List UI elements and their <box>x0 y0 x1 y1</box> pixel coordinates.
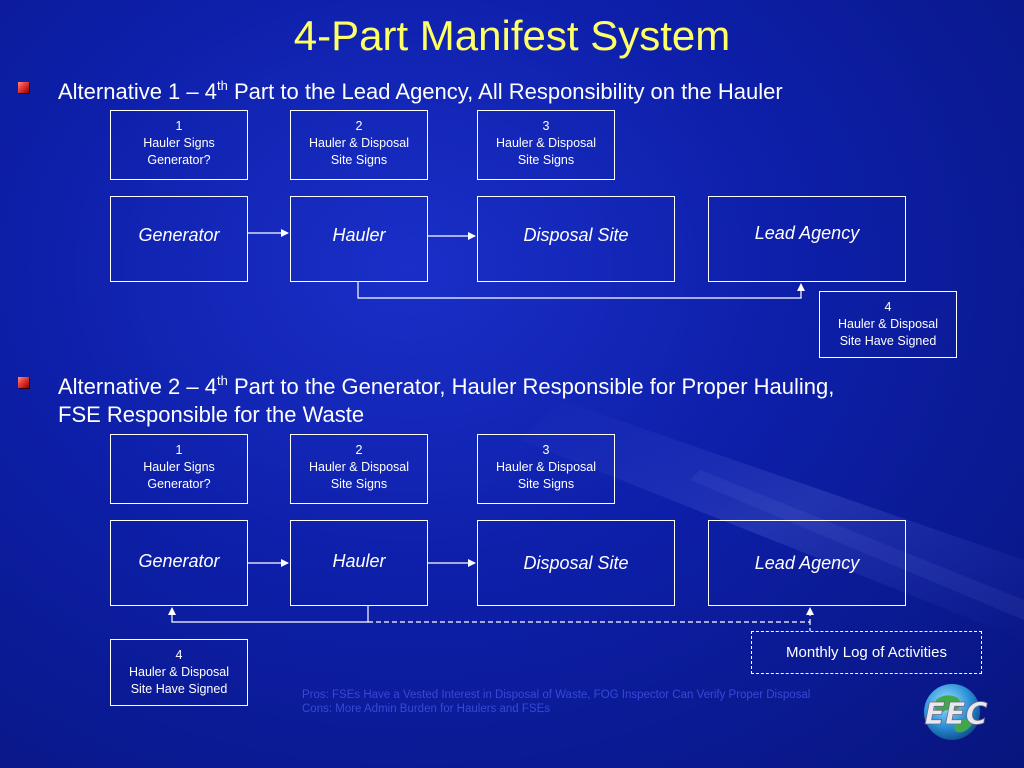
arrow-hauler-to-agency-1 <box>357 282 805 299</box>
pros-cons-notes: Pros: FSEs Have a Vested Interest in Dis… <box>302 688 810 716</box>
step-number: 4 <box>175 648 183 662</box>
monthly-log-label: Monthly Log of Activities <box>786 644 947 661</box>
step-line1: Hauler & Disposal <box>495 460 597 474</box>
alt2-lead-agency-box: Lead Agency <box>708 520 906 606</box>
bullet-marker-alt1 <box>18 82 29 93</box>
step-number: 3 <box>542 443 550 457</box>
step-line2: Site Have Signed <box>130 682 228 696</box>
step-line2: Site Signs <box>517 477 575 491</box>
alt1-generator-box: Generator <box>110 196 248 282</box>
entity-label: Hauler <box>332 551 386 571</box>
pros-note: Pros: FSEs Have a Vested Interest in Dis… <box>302 689 811 701</box>
entity-label: Lead Agency <box>754 553 860 573</box>
entity-label: Generator <box>138 551 220 571</box>
alt1-lead-agency-box: Lead Agency <box>708 196 906 282</box>
bullet-alt2: Alternative 2 – 4th Part to the Generato… <box>58 367 834 429</box>
alt2-sup: th <box>216 373 228 388</box>
eec-logo: EEC <box>924 684 988 740</box>
alt2-suffix: Part to the Generator, Hauler Responsibl… <box>227 374 835 399</box>
step-line1: Hauler & Disposal <box>308 460 410 474</box>
cons-note: Cons: More Admin Burden for Haulers and … <box>302 703 551 715</box>
step-line1: Hauler & Disposal <box>495 136 597 150</box>
step-number: 2 <box>355 119 363 133</box>
alt2-prefix: Alternative 2 – 4 <box>58 374 217 399</box>
step-line2: Generator? <box>147 153 211 167</box>
step-line2: Site Signs <box>330 153 388 167</box>
entity-label: Disposal Site <box>523 225 629 245</box>
alt1-hauler-box: Hauler <box>290 196 428 282</box>
step-line1: Hauler Signs <box>143 136 215 150</box>
entity-label: Disposal Site <box>523 553 629 573</box>
step-number: 3 <box>542 119 550 133</box>
step-line2: Generator? <box>147 477 211 491</box>
monthly-log-box: Monthly Log of Activities <box>751 631 982 674</box>
step-line2: Site Signs <box>330 477 388 491</box>
alt2-disposal-site-box: Disposal Site <box>477 520 675 606</box>
entity-label: Lead Agency <box>754 223 860 243</box>
bullet-marker-alt2 <box>18 377 29 388</box>
alt2-generator-box: Generator <box>110 520 248 606</box>
alt2-hauler-box: Hauler <box>290 520 428 606</box>
arrow-hauler-to-generator-2 <box>168 606 369 623</box>
step-line1: Hauler Signs <box>143 460 215 474</box>
step-number: 2 <box>355 443 363 457</box>
alt1-disposal-site-box: Disposal Site <box>477 196 675 282</box>
entity-label: Hauler <box>332 225 386 245</box>
step-number: 1 <box>175 119 183 133</box>
logo-text: EEC <box>924 697 987 732</box>
dashed-arrow-hauler-to-agency-2 <box>368 607 814 623</box>
bullet-alt1: Alternative 1 – 4th Part to the Lead Age… <box>58 72 783 106</box>
alt1-sup: th <box>216 78 228 93</box>
step-line1: Hauler & Disposal <box>837 317 939 331</box>
alt1-suffix: Part to the Lead Agency, All Responsibil… <box>227 79 783 104</box>
step-number: 1 <box>175 443 183 457</box>
step-line2: Site Have Signed <box>839 334 937 348</box>
step-line1: Hauler & Disposal <box>128 665 230 679</box>
step-number: 4 <box>884 300 892 314</box>
entity-label: Generator <box>138 225 220 245</box>
step-line2: Site Signs <box>517 153 575 167</box>
alt1-prefix: Alternative 1 – 4 <box>58 79 217 104</box>
step-line1: Hauler & Disposal <box>308 136 410 150</box>
slide-title: 4-Part Manifest System <box>293 12 731 59</box>
alt2-line2: FSE Responsible for the Waste <box>58 402 365 427</box>
